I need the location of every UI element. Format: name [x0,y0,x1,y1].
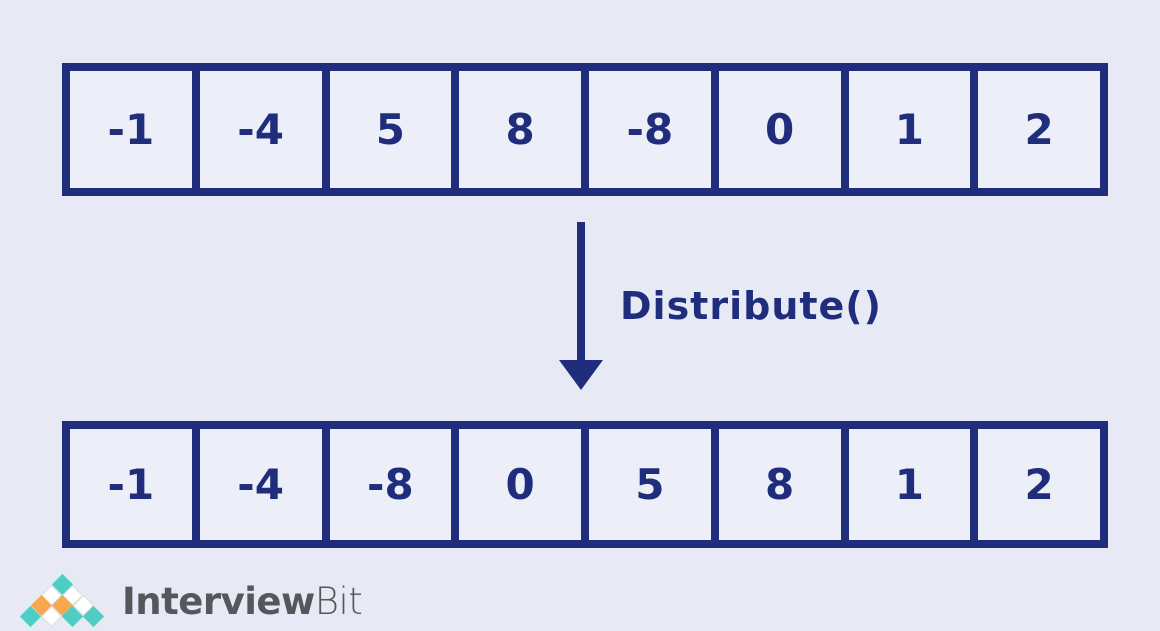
down-arrow-head-icon [559,360,603,390]
array-cell: 2 [978,429,1100,540]
interviewbit-pyramid-icon [19,573,105,628]
array-cell: 8 [459,71,581,188]
array-cell: -8 [589,71,711,188]
array-cell: -4 [199,71,322,188]
down-arrow-shaft [577,222,585,364]
array-cell: -1 [70,429,192,540]
array-cell: 5 [589,429,711,540]
array-cell: -8 [329,429,452,540]
wordmark-interview: Interview [122,579,315,623]
array-cell: 0 [718,71,841,188]
array-cell: 1 [848,429,971,540]
array-cell: 5 [329,71,452,188]
distribute-function-label: Distribute() [620,284,883,328]
array-cell: -1 [70,71,192,188]
array-cell: 8 [718,429,841,540]
array-cell: 0 [459,429,581,540]
array-cell: 2 [978,71,1100,188]
wordmark-bit: Bit [314,579,363,623]
array-cell: 1 [848,71,971,188]
interviewbit-wordmark: InterviewBit [122,579,363,623]
interviewbit-logo: InterviewBit [19,573,363,628]
array-cell: -4 [199,429,322,540]
